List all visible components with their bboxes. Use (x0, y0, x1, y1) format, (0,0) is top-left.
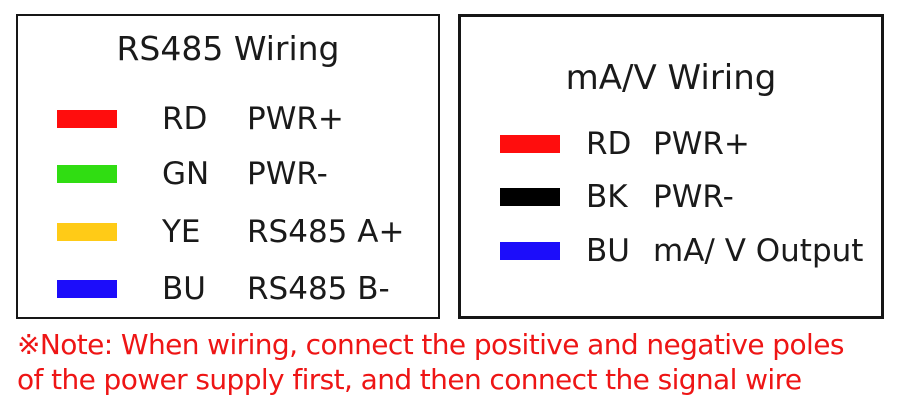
wire-row-ye: YE RS485 A+ (57, 216, 404, 248)
wire-function-label: PWR+ (247, 101, 344, 137)
wire-row-bu: BU mA/ V Output (500, 235, 863, 267)
wire-swatch-red (57, 110, 117, 128)
wire-function-label: PWR- (247, 156, 328, 192)
wire-code: BU (586, 233, 630, 269)
wire-swatch-black (500, 188, 560, 206)
wire-swatch-blue (57, 280, 117, 298)
wire-function-label: RS485 B- (247, 271, 390, 307)
wire-function-label: PWR- (653, 179, 734, 215)
wire-row-bk: BK PWR- (500, 181, 734, 213)
rs485-wiring-panel: RS485 Wiring RD PWR+ GN PWR- YE RS485 A+… (16, 14, 440, 319)
wire-swatch-red (500, 135, 560, 153)
wire-code: BU (162, 271, 206, 307)
wire-function-label: RS485 A+ (247, 214, 405, 250)
wire-function-label: PWR+ (653, 126, 750, 162)
wiring-note-line-1: ※Note: When wiring, connect the positive… (17, 328, 844, 361)
wire-code: YE (162, 214, 201, 250)
wire-code: GN (162, 156, 210, 192)
wire-swatch-blue (500, 242, 560, 260)
wire-function-label: mA/ V Output (653, 233, 864, 269)
wire-row-gn: GN PWR- (57, 158, 328, 190)
wire-code: RD (162, 101, 208, 137)
wire-swatch-green (57, 165, 117, 183)
wire-row-bu: BU RS485 B- (57, 273, 390, 305)
wiring-note-line-2: of the power supply first, and then conn… (17, 363, 802, 396)
wire-code: RD (586, 126, 632, 162)
wire-row-rd: RD PWR+ (57, 103, 344, 135)
wiring-note: ※Note: When wiring, connect the positive… (17, 327, 844, 397)
wire-row-rd: RD PWR+ (500, 128, 750, 160)
rs485-panel-title: RS485 Wiring (116, 29, 340, 68)
mav-wiring-panel: mA/V Wiring RD PWR+ BK PWR- BU mA/ V Out… (458, 14, 884, 319)
wire-swatch-yellow (57, 223, 117, 241)
wire-code: BK (586, 179, 628, 215)
mav-panel-title: mA/V Wiring (565, 58, 777, 98)
